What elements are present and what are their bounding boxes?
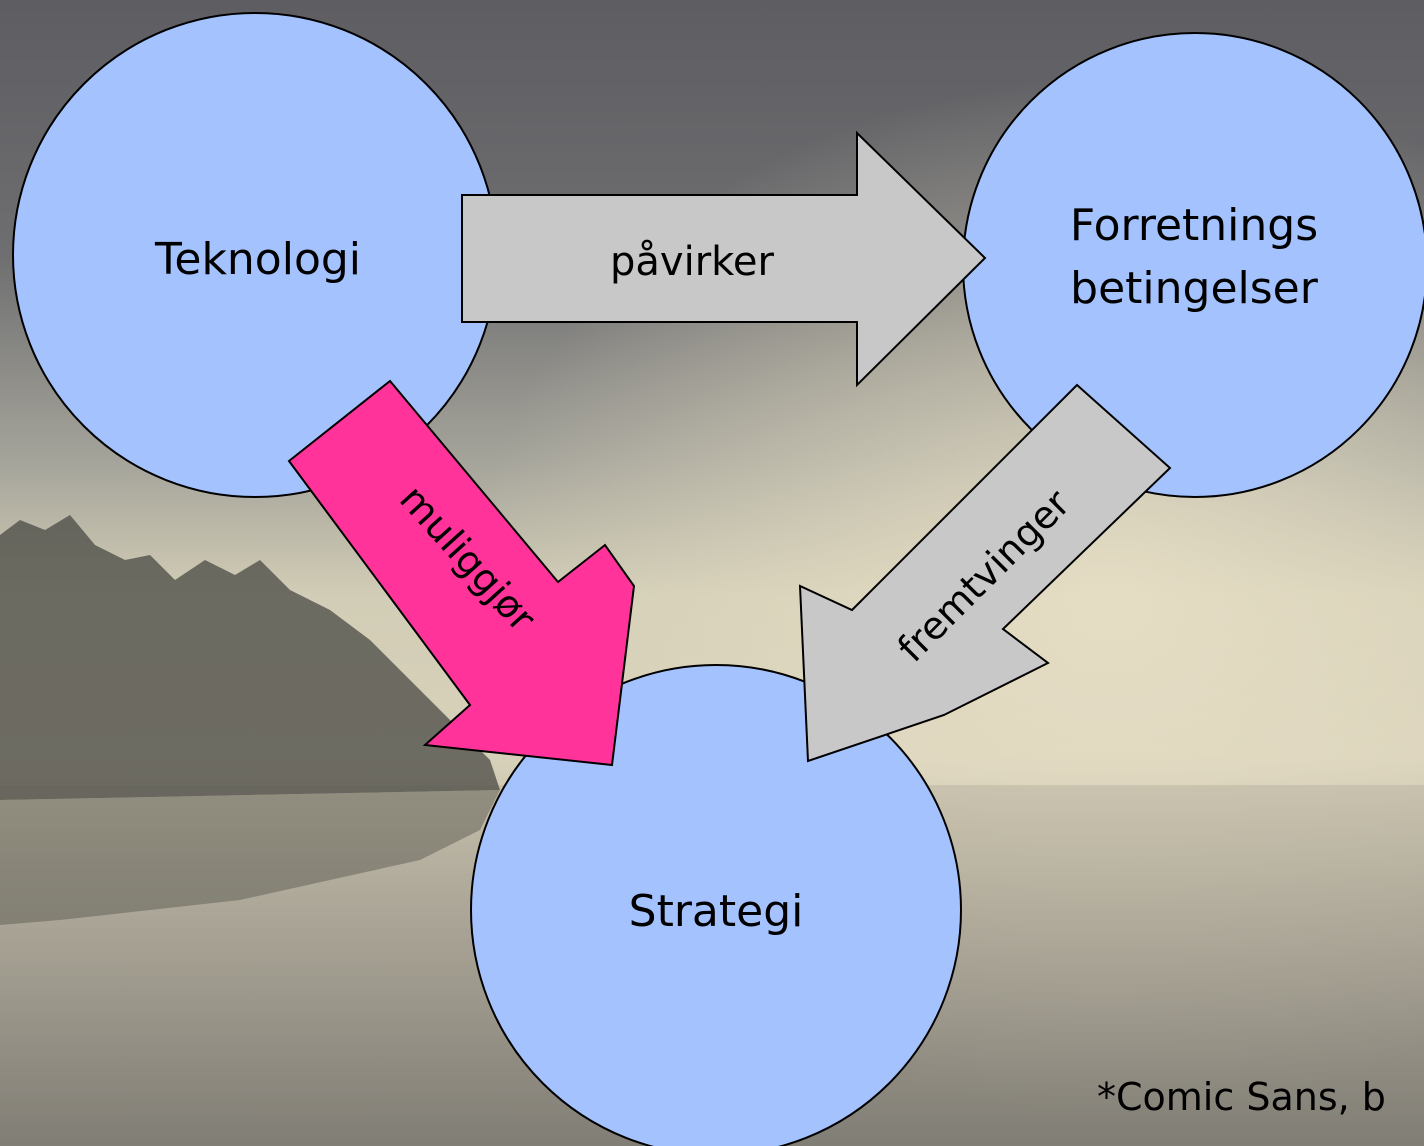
label-strategi: Strategi [629,886,804,937]
label-forretnings: Forretnings [1070,200,1318,251]
label-betingelser: betingelser [1070,263,1319,314]
node-strategi [470,664,962,1146]
arrow-muliggjor [287,379,636,767]
arrow-fremtvinger [798,383,1172,763]
arrow-pavirker [461,130,987,388]
treeline-reflection [0,790,500,925]
label-pavirker: påvirker [610,239,774,285]
footnote-text: *Comic Sans, b [1097,1075,1386,1119]
label-teknologi: Teknologi [154,234,361,285]
treeline-silhouette [0,515,500,800]
